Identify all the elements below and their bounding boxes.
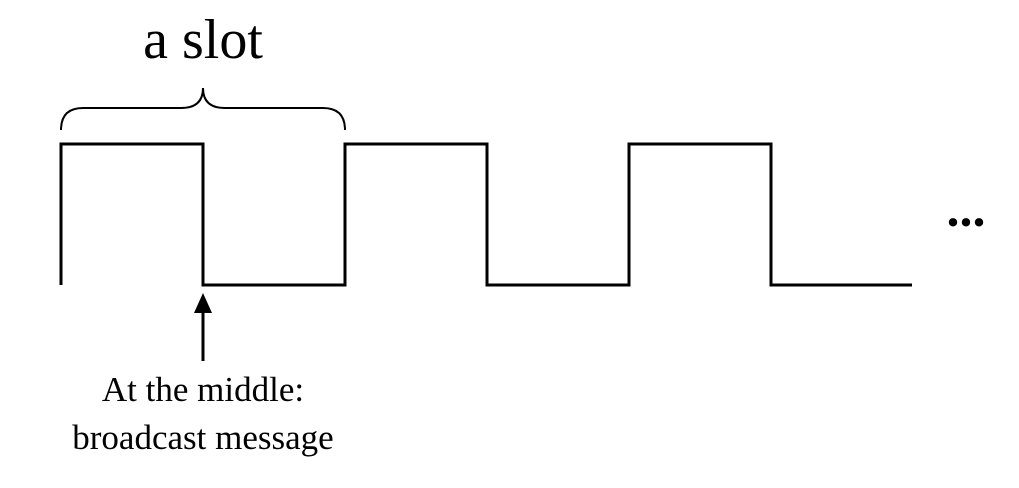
middle-arrow xyxy=(194,293,212,361)
continuation-ellipsis: ... xyxy=(947,181,986,238)
square-wave xyxy=(59,142,912,287)
annotation-line-1: At the middle: xyxy=(102,370,304,409)
arrow-head-icon xyxy=(194,293,212,313)
annotation-line-2: broadcast message xyxy=(72,418,333,457)
slot-brace xyxy=(60,87,346,131)
slot-label: a slot xyxy=(143,9,263,71)
